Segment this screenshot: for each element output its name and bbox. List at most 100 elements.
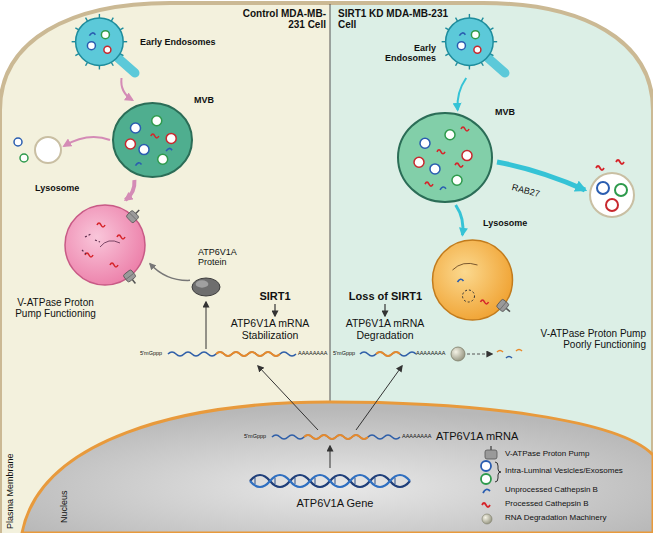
- vesicle: [452, 175, 462, 185]
- vesicle: [166, 133, 176, 143]
- processed-cathepsin-symbol: [482, 503, 490, 507]
- legend-label: Intra-Luminal Vesicles/Exosomes: [505, 467, 623, 476]
- endosome-body: [76, 18, 124, 66]
- annotation-label: AAAAAAAA: [416, 350, 445, 356]
- lysosome: Lysosome: [425, 235, 520, 325]
- protein-shape: [190, 276, 222, 298]
- degradation-symbol: [482, 514, 492, 524]
- legend-label: Processed Cathepsin B: [505, 500, 589, 509]
- pump-symbol: [490, 446, 492, 450]
- vesicle: [104, 46, 111, 53]
- mvb-shape: [395, 110, 495, 205]
- nucleus: [22, 402, 653, 533]
- annotation-label: 5'mGppp: [140, 350, 162, 356]
- pump-symbol: [123, 269, 139, 286]
- transcription-arrow: [330, 446, 331, 468]
- vesicle: [462, 151, 472, 161]
- legend-label: RNA Degradation Machinery: [505, 514, 606, 523]
- cathepsin-curl: [117, 235, 125, 239]
- node-label: Lysosome: [483, 219, 543, 229]
- export-arrow: [356, 366, 402, 430]
- translation-arrow: [206, 302, 207, 349]
- annotation-label: Nucleus: [60, 490, 70, 523]
- annotation-label: AAAAAAAA: [298, 350, 327, 356]
- vesicle: [101, 31, 109, 39]
- exosome: [20, 154, 28, 162]
- annotation-label: ATP6V1A Gene: [285, 497, 385, 509]
- vesicle: [471, 31, 479, 39]
- exocytosis-pocket: [590, 173, 634, 217]
- vesicle: [158, 154, 168, 164]
- line: [375, 478, 376, 484]
- annotation-label: 5'mGppp: [244, 433, 266, 439]
- line: [335, 478, 336, 484]
- protein-highlight: [196, 280, 209, 287]
- cathepsin-hook: [440, 187, 446, 190]
- brace: [495, 462, 501, 482]
- vesicle: [420, 138, 430, 148]
- vesicle: [445, 130, 455, 140]
- plasma-membrane: [0, 3, 653, 533]
- exosome: [606, 199, 618, 211]
- line: [355, 478, 356, 484]
- path: [250, 475, 410, 487]
- line: [295, 478, 296, 484]
- loss-arrow: [384, 304, 385, 316]
- rna-degradation-ball: [451, 347, 465, 361]
- sirt1-arrow: [274, 304, 275, 316]
- cathepsin-curl: [437, 150, 445, 154]
- mvb: MVB: [395, 110, 495, 205]
- mrna-fragment: [516, 350, 522, 352]
- cathepsin-curl: [616, 160, 624, 164]
- annotation-label: Plasma Membrane: [6, 453, 16, 529]
- cathepsin-curl: [461, 127, 469, 131]
- lysosome-shape: [60, 200, 150, 290]
- pump-symbol: [485, 450, 497, 459]
- rab27-arrow: [497, 162, 585, 190]
- mrna-fragment: [497, 351, 503, 353]
- degraded-material: [453, 263, 478, 270]
- annotation-label: 5'mGppp: [333, 350, 355, 356]
- cathepsin-hook: [458, 279, 464, 282]
- annotation-label: RAB27: [510, 183, 540, 200]
- legend-label: Unprocessed Cathepsin B: [505, 486, 598, 495]
- lysosome-body: [433, 240, 513, 320]
- node-label: Early Endosomes: [362, 44, 436, 64]
- cathepsin-hook: [89, 33, 95, 36]
- node-label: MVB: [194, 96, 224, 106]
- mrna: [272, 435, 400, 439]
- dna-helix: [250, 475, 410, 487]
- cathepsin-curl: [481, 300, 489, 304]
- annotation-label: ATP6V1A mRNA Stabilization: [212, 318, 328, 341]
- mrna-coding: [304, 435, 368, 439]
- pump-body: [123, 269, 136, 282]
- line: [395, 478, 396, 484]
- line: [315, 478, 316, 484]
- mrna-coding: [216, 352, 280, 356]
- mrna-coding: [376, 352, 400, 356]
- exocytosis-pocket: [35, 137, 61, 163]
- cathepsin-curl: [596, 166, 604, 170]
- legend-label: V-ATPase Proton Pump: [505, 450, 589, 459]
- line: [275, 478, 276, 484]
- pump-symbol: [496, 299, 513, 316]
- protein-body: [192, 278, 220, 296]
- cathepsin-curl: [151, 134, 159, 138]
- endosome: Early Endosomes: [440, 12, 510, 78]
- divider-line: [330, 4, 331, 402]
- annotation-label: Loss of SIRT1: [338, 290, 433, 302]
- node-label: MVB: [495, 108, 525, 118]
- vesicle: [430, 164, 440, 174]
- transport-arrow: [457, 78, 466, 110]
- pump-stalk: [136, 210, 140, 214]
- line: [255, 478, 256, 484]
- degraded-material: [463, 290, 475, 302]
- annotation-label: SIRT1: [250, 290, 300, 302]
- vesicle: [457, 42, 465, 50]
- node-label: Lysosome: [35, 184, 95, 194]
- vesicle: [152, 116, 162, 126]
- unprocessed-cathepsin-symbol: [483, 489, 490, 493]
- transport-arrow: [125, 180, 134, 200]
